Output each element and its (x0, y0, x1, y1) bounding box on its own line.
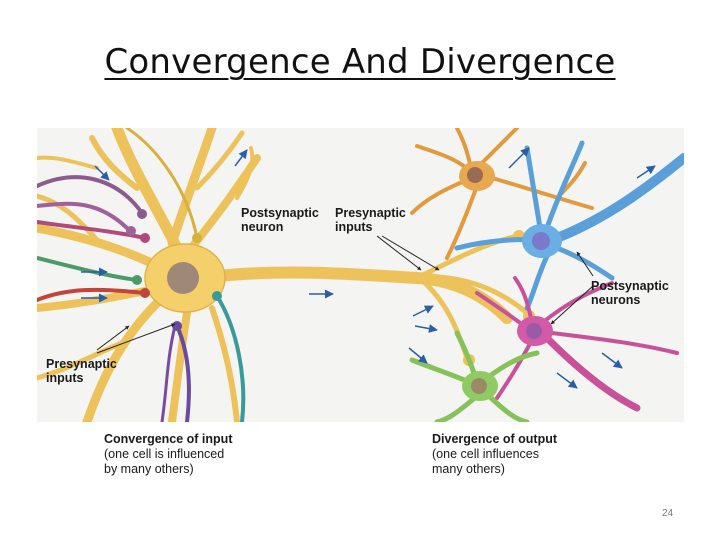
postsynaptic-neuron-label: Postsynaptic neuron (241, 206, 319, 234)
convergence-heading: Convergence of input (104, 432, 233, 446)
neuron-illustration (37, 128, 684, 422)
divergence-line-2: many others) (432, 462, 505, 476)
convergence-caption: Convergence of input (one cell is influe… (104, 432, 232, 477)
page-number: 24 (662, 508, 674, 519)
green-postsynaptic-neuron (409, 330, 540, 422)
convergence-line-2: by many others) (104, 462, 194, 476)
divergence-line-1: (one cell influences (432, 447, 540, 461)
signal-direction-arrows (81, 147, 656, 389)
presynaptic-inputs-left-label: Presynaptic inputs (46, 357, 117, 385)
magenta-postsynaptic-neuron (475, 276, 679, 412)
central-neuron-nucleus (167, 262, 199, 294)
label-leader-lines (96, 235, 594, 354)
presynaptic-input-axons (37, 128, 246, 422)
presynaptic-inputs-top-label: Presynaptic inputs (335, 206, 406, 234)
blue-postsynaptic-neuron (454, 140, 684, 311)
neuron-diagram: Postsynaptic neuron Presynaptic inputs P… (37, 128, 684, 422)
postsynaptic-neurons-label: Postsynaptic neurons (591, 279, 669, 307)
divergence-caption: Divergence of output (one cell influence… (432, 432, 557, 477)
convergence-line-1: (one cell is influenced (104, 447, 225, 461)
synaptic-terminals (126, 209, 222, 331)
slide-title: Convergence And Divergence (104, 42, 616, 82)
divergence-heading: Divergence of output (432, 432, 558, 446)
